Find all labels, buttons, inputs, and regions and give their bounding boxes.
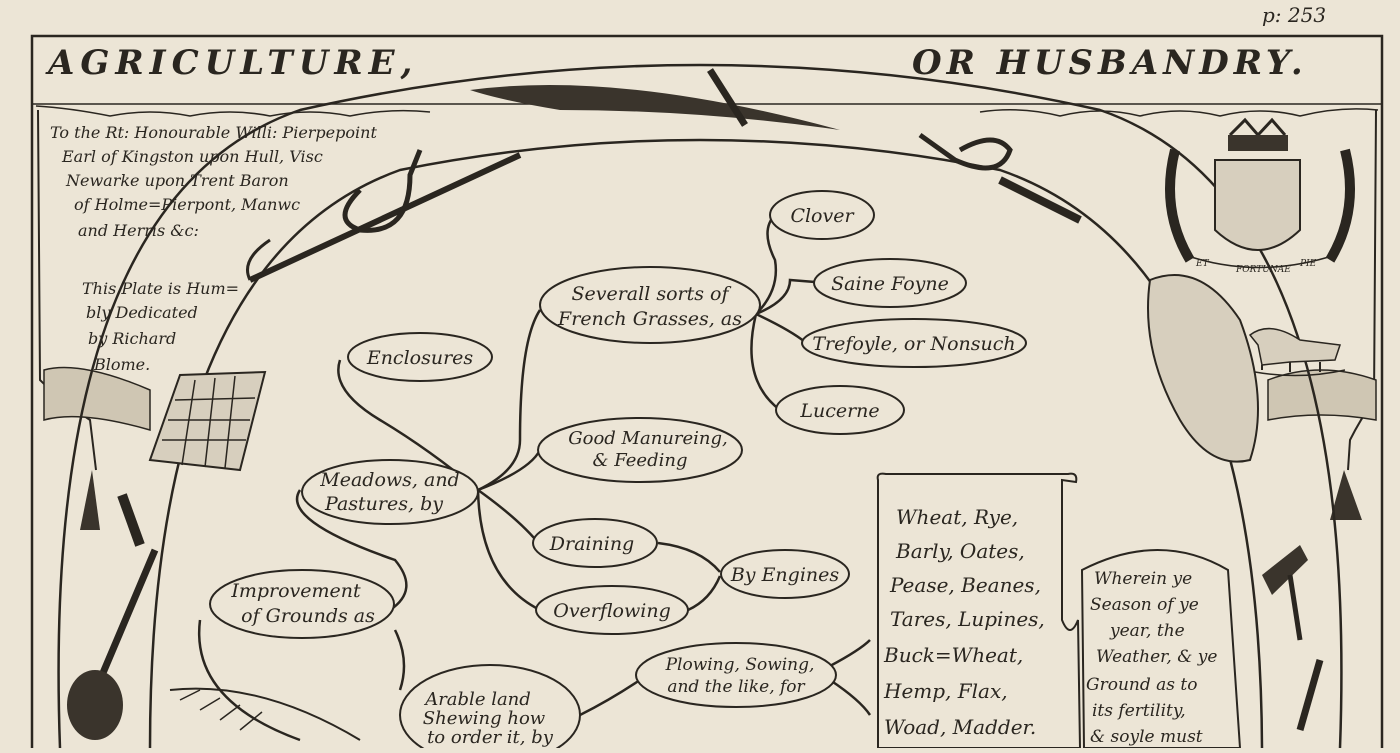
svg-text:Severall sorts of: Severall sorts of <box>571 283 731 305</box>
crop-line: Hemp, Flax, <box>883 679 1008 703</box>
crop-line: Buck=Wheat, <box>883 643 1023 667</box>
node-draining: Draining <box>532 518 658 568</box>
title-left: AGRICULTURE, <box>45 43 418 83</box>
node-overflowing: Overflowing <box>535 585 689 635</box>
svg-text:Improvement: Improvement <box>230 580 361 602</box>
dedication-line: Newarke upon Trent Baron <box>65 171 289 190</box>
mallet-tool-icon <box>67 493 159 740</box>
node-improvement: Improvement of Grounds as <box>209 569 395 639</box>
motto-right: PIE <box>1299 259 1317 269</box>
seed-basket-icon <box>1147 274 1259 463</box>
svg-text:Trefoyle, or Nonsuch: Trefoyle, or Nonsuch <box>812 333 1015 355</box>
outer-arch <box>57 63 1343 749</box>
node-plowing: Plowing, Sowing, and the like, for <box>635 642 837 708</box>
page-number: p: 253 <box>1262 3 1326 27</box>
plate-border <box>30 34 1384 753</box>
svg-text:to order it, by: to order it, by <box>427 727 554 748</box>
crop-line: Pease, Beanes, <box>889 573 1041 597</box>
curtain-left <box>35 105 431 530</box>
season-line: & soyle must <box>1090 727 1203 747</box>
node-arable-land: Arable land Shewing how to order it, by <box>399 664 581 753</box>
hammer-tool-icon <box>1262 545 1324 731</box>
dedication-line: To the Rt: Honourable Willi: Pierpepoint <box>50 123 377 142</box>
svg-text:Overflowing: Overflowing <box>553 600 671 622</box>
node-meadows: Meadows, and Pastures, by <box>301 459 479 525</box>
fox-icon <box>1248 327 1346 377</box>
season-line: its fertility, <box>1092 701 1186 721</box>
season-scroll: Wherein ye Season of ye year, the Weathe… <box>1080 549 1242 749</box>
crop-line: Tares, Lupines, <box>890 607 1045 631</box>
svg-text:Good Manureing,: Good Manureing, <box>568 428 728 449</box>
crops-scroll: Wheat, Rye, Barly, Oates, Pease, Beanes,… <box>876 472 1082 749</box>
credit-line: bly Dedicated <box>86 303 198 322</box>
crop-line: Wheat, Rye, <box>896 505 1018 529</box>
grid-sieve-icon <box>148 370 267 472</box>
scythe-tool-icon <box>470 68 840 130</box>
node-clover: Clover <box>769 190 875 240</box>
motto-mid: FORTUNAE <box>1235 265 1291 275</box>
season-line: year, the <box>1109 621 1185 641</box>
dedication-block: To the Rt: Honourable Willi: Pierpepoint… <box>50 123 377 374</box>
node-saine-foyne: Saine Foyne <box>813 258 967 308</box>
svg-text:Clover: Clover <box>790 205 855 227</box>
dedication-line: of Holme=Pierpont, Manwc <box>74 195 300 214</box>
svg-text:Pastures, by: Pastures, by <box>324 493 443 515</box>
motto-left: ET <box>1195 259 1210 269</box>
credit-line: This Plate is Hum= <box>82 279 239 298</box>
curtain-right <box>979 108 1379 520</box>
spade-tool-icon <box>246 149 522 283</box>
node-trefoyle: Trefoyle, or Nonsuch <box>801 318 1027 368</box>
node-manureing: Good Manureing, & Feeding <box>537 417 743 483</box>
crop-line: Barly, Oates, <box>895 539 1025 563</box>
coat-of-arms-crest: ET FORTUNAE PIE <box>1165 117 1355 275</box>
svg-text:of Grounds as: of Grounds as <box>241 605 375 627</box>
svg-text:Enclosures: Enclosures <box>366 347 474 369</box>
svg-text:Draining: Draining <box>549 533 634 555</box>
svg-text:Meadows, and: Meadows, and <box>319 469 459 491</box>
hook-tool-icon <box>918 132 1082 224</box>
svg-text:Plowing, Sowing,: Plowing, Sowing, <box>665 655 815 675</box>
dedication-line: Earl of Kingston upon Hull, Visc <box>61 147 323 166</box>
node-lucerne: Lucerne <box>775 385 905 435</box>
season-line: Ground as to <box>1086 675 1197 695</box>
svg-text:& Feeding: & Feeding <box>593 450 688 471</box>
title-right: OR HUSBANDRY. <box>912 43 1308 83</box>
svg-text:By Engines: By Engines <box>730 564 840 586</box>
season-line: Wherein ye <box>1094 569 1192 589</box>
dedication-line: and Herris &c: <box>78 221 199 240</box>
svg-text:Shewing how: Shewing how <box>423 708 546 729</box>
svg-text:Lucerne: Lucerne <box>799 400 879 422</box>
svg-text:and the like, for: and the like, for <box>667 677 805 697</box>
crop-line: Woad, Madder. <box>884 715 1036 739</box>
node-by-engines: By Engines <box>720 549 850 599</box>
feather-icon <box>169 687 361 741</box>
season-line: Weather, & ye <box>1096 647 1217 667</box>
season-line: Season of ye <box>1090 595 1199 615</box>
svg-text:French Grasses, as: French Grasses, as <box>557 308 742 330</box>
credit-line: Blome. <box>93 355 150 374</box>
credit-line: by Richard <box>88 329 176 348</box>
node-french-grasses: Severall sorts of French Grasses, as <box>539 266 761 344</box>
svg-text:Saine Foyne: Saine Foyne <box>831 273 949 295</box>
svg-text:Arable land: Arable land <box>423 689 531 710</box>
node-enclosures: Enclosures <box>347 332 493 382</box>
